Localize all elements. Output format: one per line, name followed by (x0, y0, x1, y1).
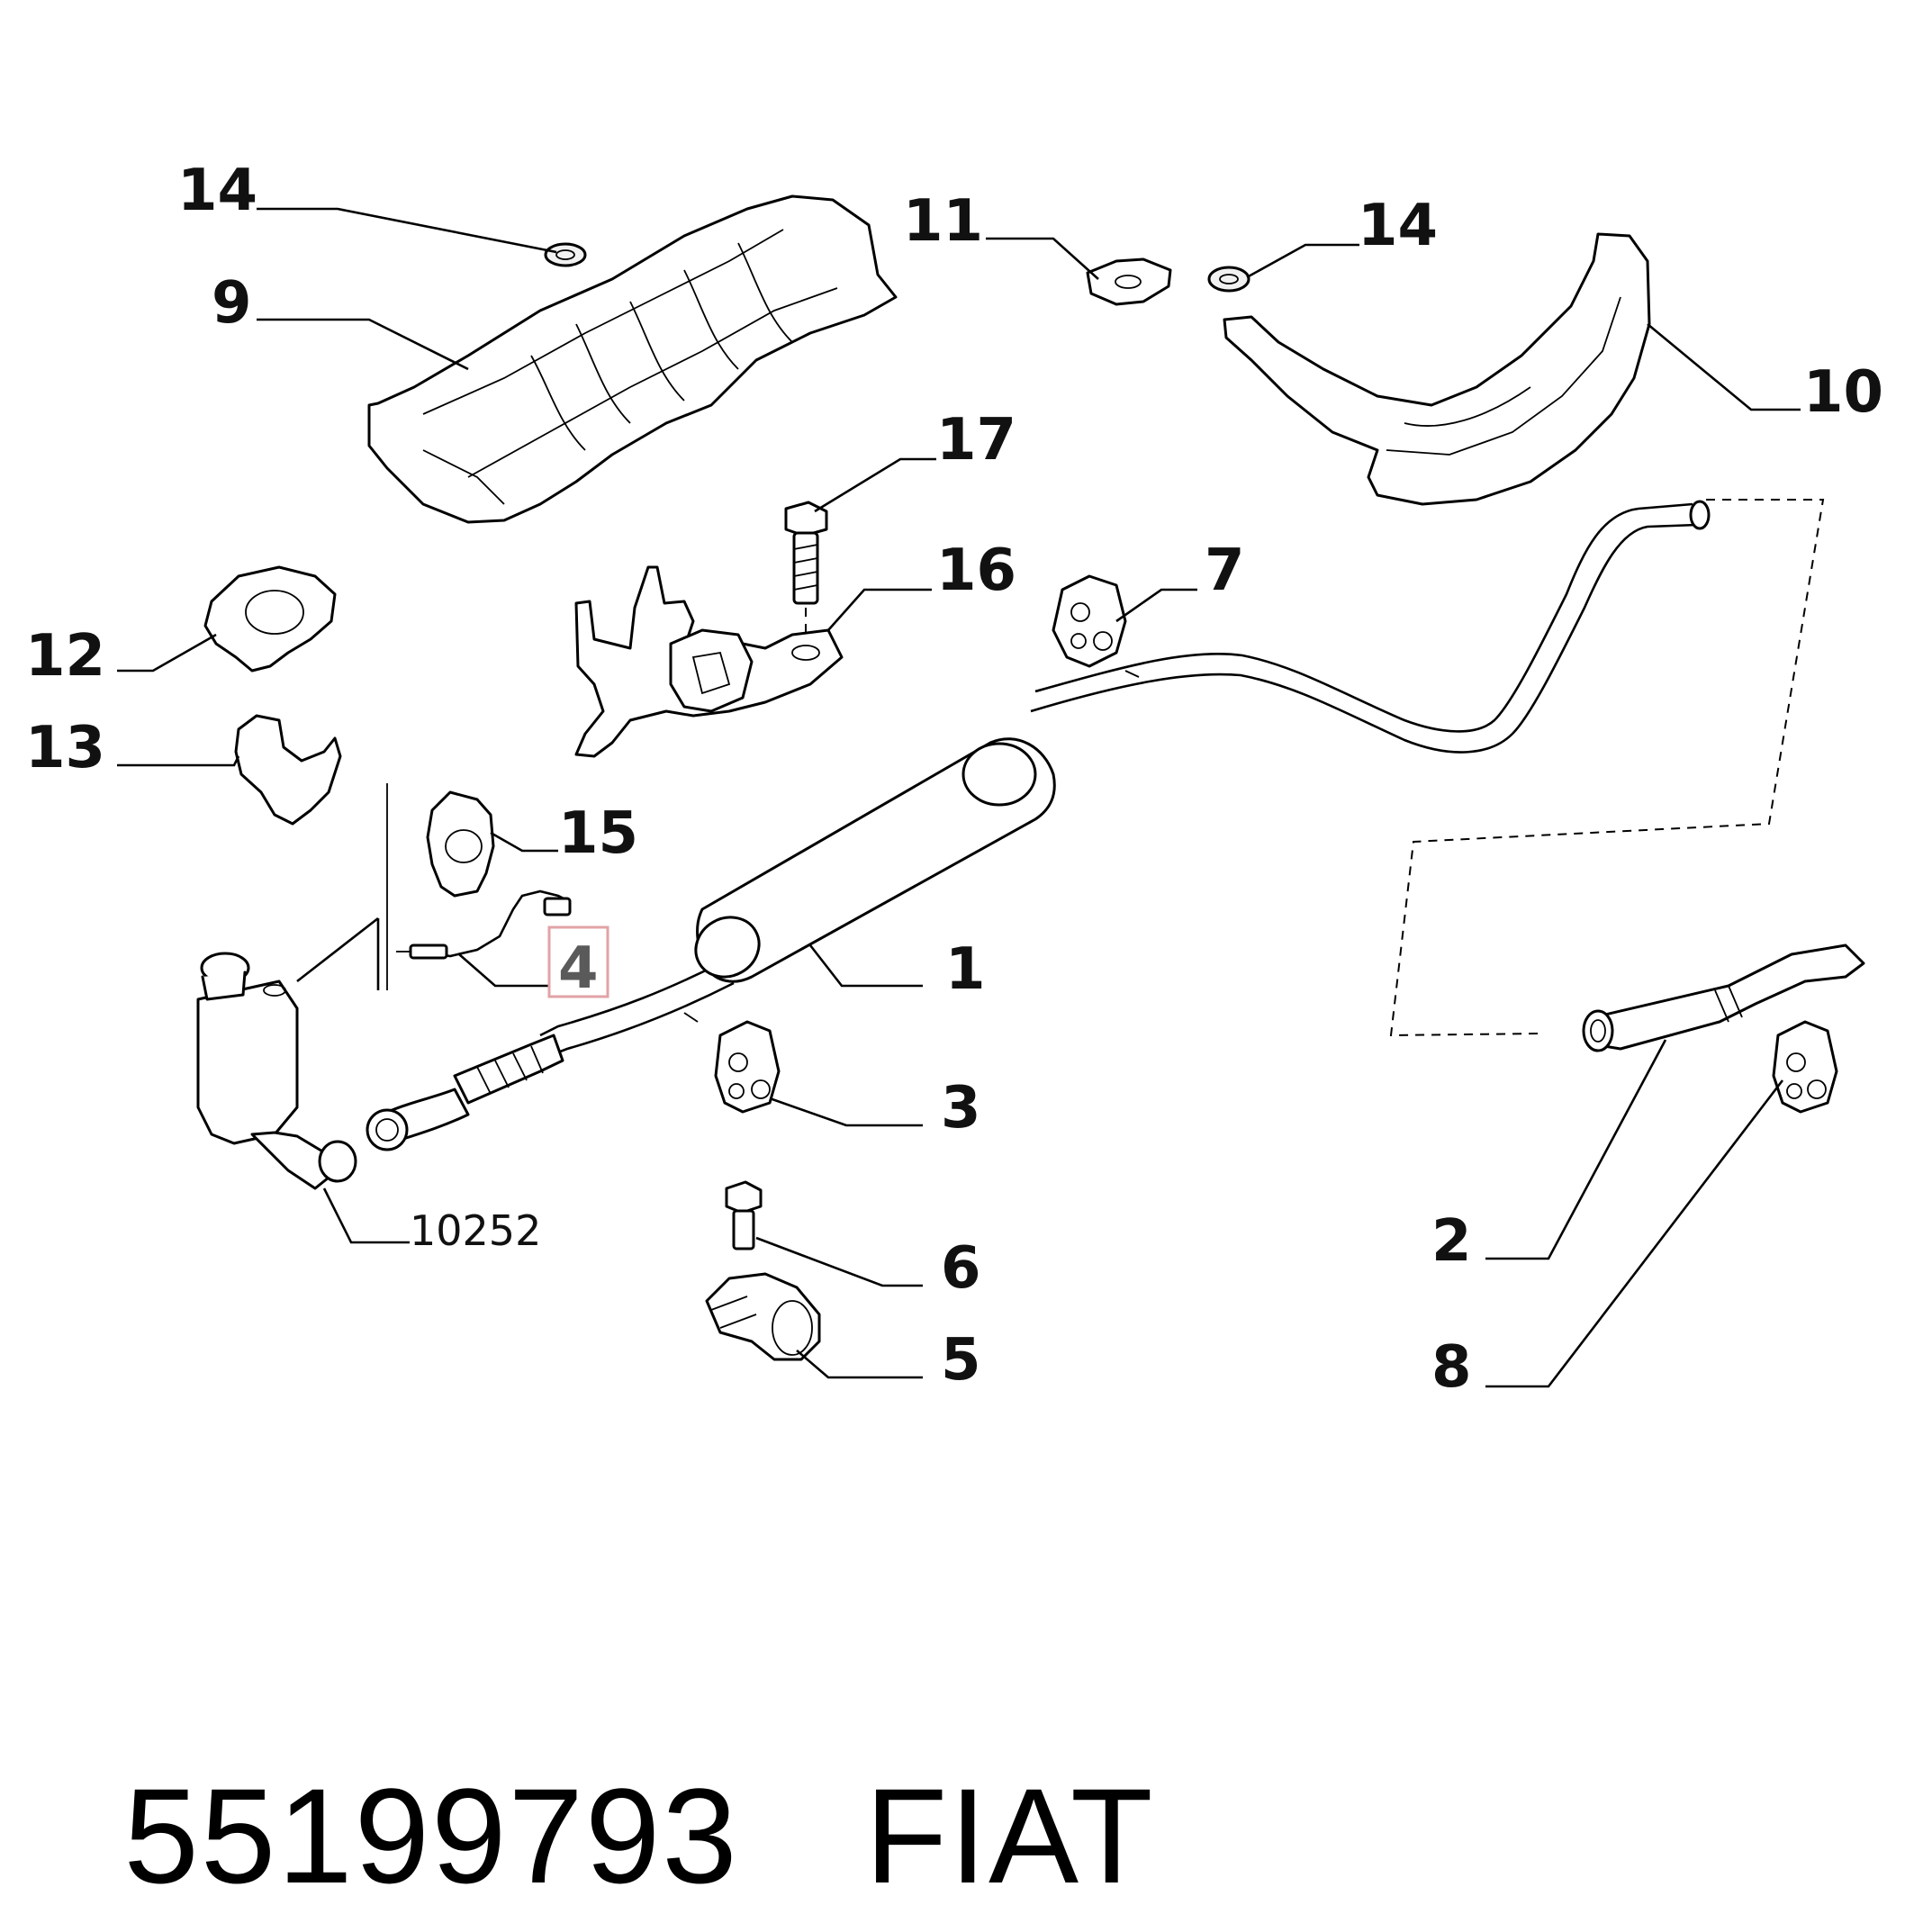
exhaust-pipe-part-1 (366, 500, 1711, 1151)
clip-washer-part-14-left (544, 242, 587, 267)
clamp-part-13 (234, 714, 342, 826)
brand-name: FIAT (864, 1760, 1155, 1911)
callout-6: 6 (941, 1235, 981, 1302)
callout-5: 5 (941, 1327, 981, 1394)
callout-7: 7 (1205, 537, 1245, 604)
leader-lines (117, 207, 1801, 1388)
part-number-footer: 55199793 FIAT (45, 1603, 1155, 1914)
callout-15: 15 (558, 800, 638, 867)
callout-9: 9 (212, 270, 252, 337)
callout-labels: 14 9 11 14 10 17 16 7 12 13 15 4 1 3 102… (25, 158, 1883, 1401)
callout-highlight-box (547, 925, 609, 998)
clip-washer-part-14-right (1207, 266, 1250, 293)
callout-10252: 10252 (410, 1206, 541, 1255)
rubber-hanger-part-8 (1772, 1020, 1838, 1114)
callout-8: 8 (1431, 1334, 1472, 1401)
callout-11: 11 (903, 188, 983, 255)
callout-13: 13 (25, 715, 105, 781)
rubber-hanger-part-7 (1052, 574, 1127, 668)
callout-14-right: 14 (1358, 193, 1438, 259)
part-number: 55199793 (123, 1760, 739, 1911)
clamp-part-5 (705, 1272, 821, 1361)
callout-1: 1 (945, 936, 986, 1003)
callout-17: 17 (936, 407, 1016, 474)
nut-clip-part-11 (1086, 257, 1172, 306)
catalytic-converter (196, 783, 388, 1190)
rear-heat-shield-part-10 (1223, 232, 1651, 506)
dashed-connection-frame (1389, 499, 1825, 1037)
rubber-hanger-part-3 (714, 1020, 781, 1114)
heat-shield-part-9 (367, 194, 898, 524)
lambda-sensor-part-4 (396, 889, 572, 960)
callout-3: 3 (941, 1075, 981, 1142)
clamp-part-15 (426, 790, 495, 898)
callout-2: 2 (1431, 1208, 1472, 1275)
bolt-part-17 (784, 501, 828, 648)
callout-10: 10 (1803, 359, 1883, 426)
callout-16: 16 (936, 537, 1016, 604)
clamp-part-12 (203, 565, 337, 673)
bolt-part-6 (725, 1180, 763, 1250)
callout-4: 4 (558, 935, 599, 1002)
exhaust-system-diagram: 14 9 11 14 10 17 16 7 12 13 15 4 1 3 102… (25, 158, 1883, 1401)
tail-pipe-part-2 (1582, 943, 1865, 1052)
bracket-part-16 (574, 565, 844, 758)
callout-14-left: 14 (177, 158, 257, 224)
callout-12: 12 (25, 623, 105, 690)
